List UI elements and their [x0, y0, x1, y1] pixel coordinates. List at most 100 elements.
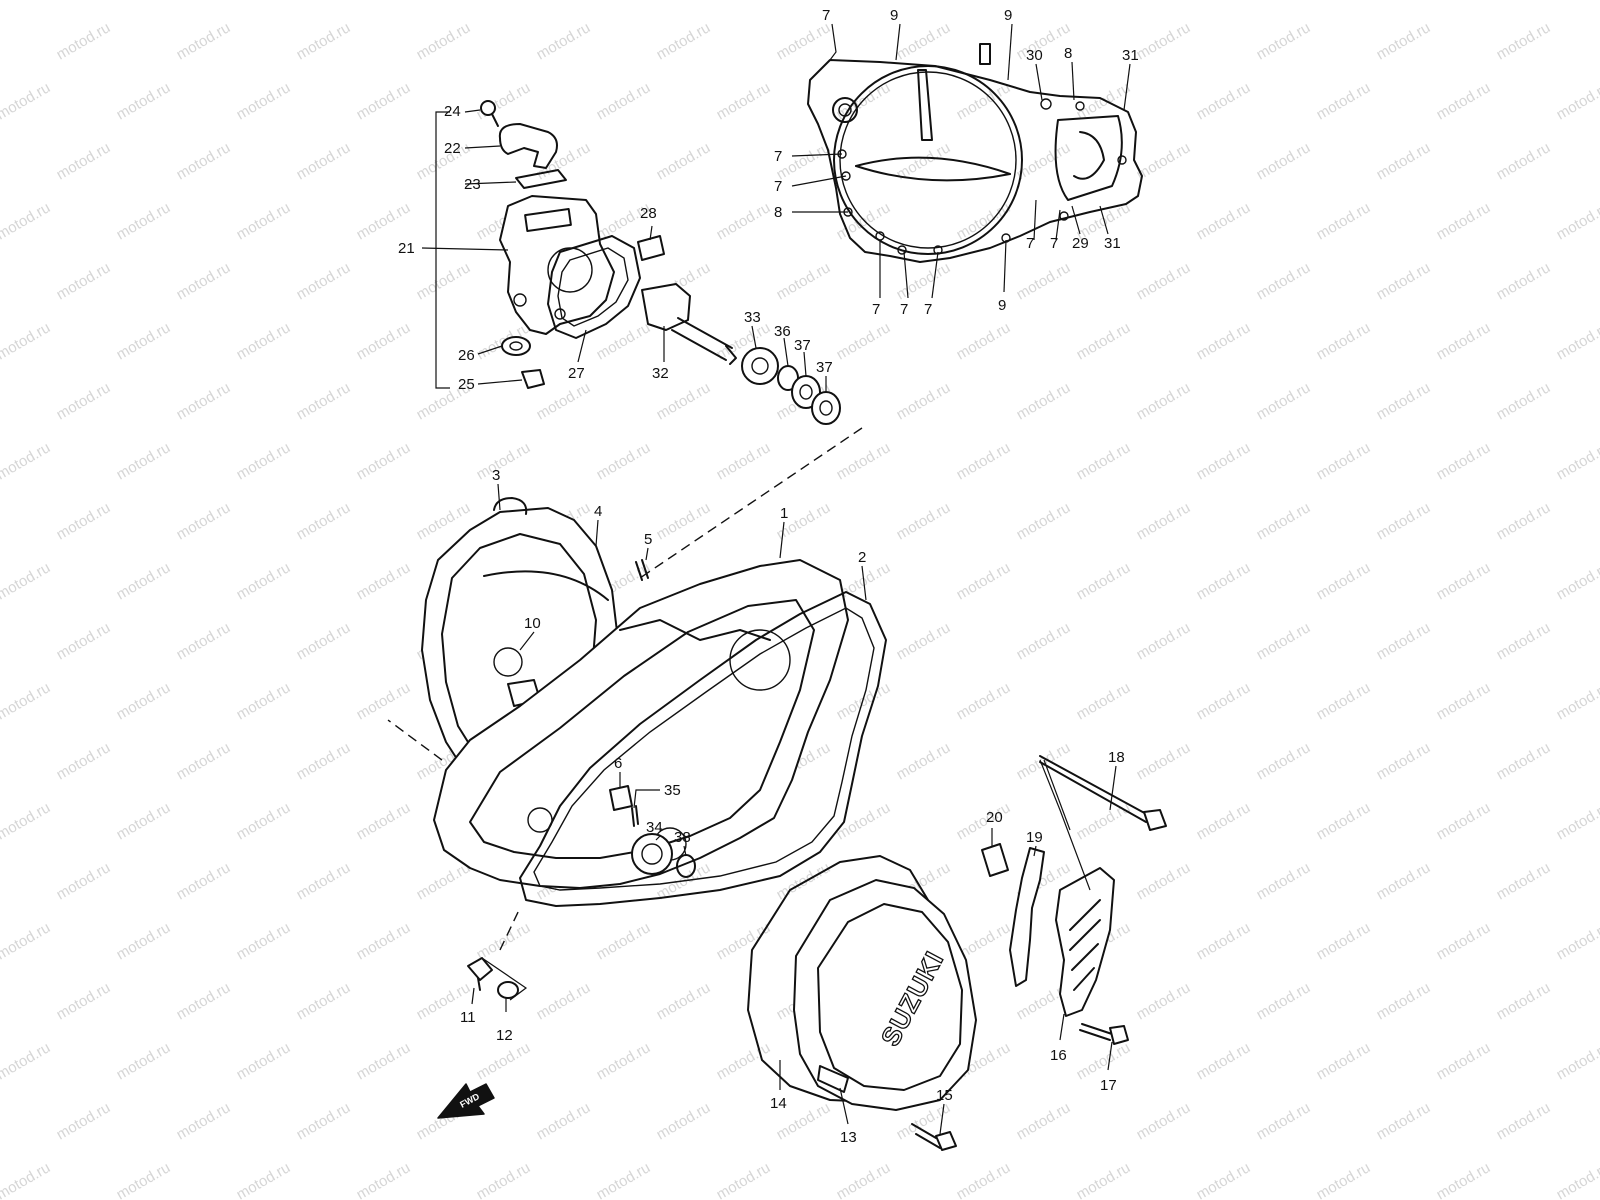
callout-18: 18 — [1108, 749, 1125, 766]
watermark-text: motod.ru — [1254, 739, 1314, 783]
callout-7: 7 — [774, 178, 782, 195]
callout-24: 24 — [444, 103, 461, 120]
watermark-text: motod.ru — [1554, 0, 1600, 3]
watermark-text: motod.ru — [354, 319, 414, 363]
watermark-text: motod.ru — [54, 259, 114, 303]
watermark-text: motod.ru — [1554, 559, 1600, 603]
watermark-text: motod.ru — [1494, 619, 1554, 663]
callout-31: 31 — [1104, 235, 1121, 252]
watermark-text: motod.ru — [1254, 139, 1314, 183]
callout-3: 3 — [492, 467, 500, 484]
watermark-text: motod.ru — [114, 799, 174, 843]
watermark-text: motod.ru — [894, 739, 954, 783]
watermark-text: motod.ru — [1194, 199, 1254, 243]
watermark-text: motod.ru — [1494, 139, 1554, 183]
watermark-text: motod.ru — [594, 1159, 654, 1200]
watermark-text: motod.ru — [54, 739, 114, 783]
leader-lines — [421, 23, 1131, 1135]
watermark-text: motod.ru — [954, 679, 1014, 723]
callout-11: 11 — [460, 1009, 476, 1026]
watermark-text: motod.ru — [294, 619, 354, 663]
watermark-text: motod.ru — [894, 619, 954, 663]
watermark-text: motod.ru — [834, 679, 894, 723]
callout-32: 32 — [652, 365, 669, 382]
watermark-text: motod.ru — [1194, 559, 1254, 603]
watermark-text: motod.ru — [1074, 559, 1134, 603]
watermark-text: motod.ru — [1134, 19, 1194, 63]
watermark-text: motod.ru — [774, 19, 834, 63]
watermark-text: motod.ru — [234, 319, 294, 363]
watermark-text: motod.ru — [654, 19, 714, 63]
callout-7: 7 — [1026, 235, 1034, 252]
watermark-text: motod.ru — [474, 1159, 534, 1200]
watermark-text: motod.ru — [54, 859, 114, 903]
watermark-text: motod.ru — [1194, 679, 1254, 723]
watermark-text: motod.ru — [1134, 1099, 1194, 1143]
watermark-text: motod.ru — [954, 799, 1014, 843]
watermark-text: motod.ru — [234, 919, 294, 963]
callout-7: 7 — [774, 148, 782, 165]
watermark-text: motod.ru — [414, 259, 474, 303]
callout-13: 13 — [840, 1129, 857, 1146]
watermark-text: motod.ru — [114, 1039, 174, 1083]
watermark-text: motod.ru — [414, 19, 474, 63]
watermark-text: motod.ru — [1554, 79, 1600, 123]
watermark-text: motod.ru — [654, 979, 714, 1023]
watermark-text: motod.ru — [114, 679, 174, 723]
watermark-text: motod.ru — [894, 19, 954, 63]
watermark-text: motod.ru — [1254, 259, 1314, 303]
callout-7: 7 — [1050, 235, 1058, 252]
watermark-text: motod.ru — [1554, 799, 1600, 843]
watermark-text: motod.ru — [1434, 199, 1494, 243]
watermark-text: motod.ru — [594, 0, 654, 3]
watermark-text: motod.ru — [1194, 919, 1254, 963]
watermark-text: motod.ru — [1014, 379, 1074, 423]
crankcase-right-side — [387, 497, 887, 1001]
watermark-text: motod.ru — [234, 199, 294, 243]
callout-7: 7 — [872, 301, 880, 318]
watermark-text: motod.ru — [54, 499, 114, 543]
watermark-text: motod.ru — [1314, 1159, 1374, 1200]
watermark-text: motod.ru — [114, 1159, 174, 1200]
callout-27: 27 — [568, 365, 585, 382]
watermark-text: motod.ru — [114, 319, 174, 363]
watermark-text: motod.ru — [0, 1159, 53, 1200]
watermark-text: motod.ru — [54, 139, 114, 183]
watermark-text: motod.ru — [0, 919, 53, 963]
watermark-text: motod.ru — [714, 1159, 774, 1200]
watermark-text: motod.ru — [714, 199, 774, 243]
watermark-text: motod.ru — [1314, 319, 1374, 363]
watermark-text: motod.ru — [294, 19, 354, 63]
watermark-text: motod.ru — [174, 259, 234, 303]
watermark-text: motod.ru — [714, 439, 774, 483]
watermark-text: motod.ru — [174, 979, 234, 1023]
watermark-text: motod.ru — [114, 919, 174, 963]
callout-37: 37 — [794, 337, 811, 354]
watermark-text: motod.ru — [1494, 979, 1554, 1023]
watermark-text: motod.ru — [354, 559, 414, 603]
watermark-text: motod.ru — [1434, 1159, 1494, 1200]
watermark-text: motod.ru — [1494, 499, 1554, 543]
watermark-text: motod.ru — [534, 19, 594, 63]
watermark-text: motod.ru — [0, 1039, 53, 1083]
watermark-text: motod.ru — [234, 0, 294, 3]
watermark-text: motod.ru — [1554, 919, 1600, 963]
watermark-text: motod.ru — [1434, 1039, 1494, 1083]
callout-35: 35 — [664, 782, 681, 799]
watermark-text: motod.ru — [594, 439, 654, 483]
watermark-text: motod.ru — [1194, 1039, 1254, 1083]
watermark-text: motod.ru — [474, 1039, 534, 1083]
watermark-text: motod.ru — [1494, 739, 1554, 783]
watermark-text: motod.ru — [54, 379, 114, 423]
watermark-text: motod.ru — [1434, 679, 1494, 723]
watermark-text: motod.ru — [114, 559, 174, 603]
watermark-text: motod.ru — [114, 79, 174, 123]
callout-28: 28 — [640, 205, 657, 222]
watermark-text: motod.ru — [294, 979, 354, 1023]
watermark-text: motod.ru — [1194, 319, 1254, 363]
watermark-text: motod.ru — [1074, 319, 1134, 363]
watermark-text: motod.ru — [354, 0, 414, 3]
watermark-text: motod.ru — [294, 739, 354, 783]
watermark-text: motod.ru — [1554, 1159, 1600, 1200]
watermark-text: motod.ru — [1074, 799, 1134, 843]
